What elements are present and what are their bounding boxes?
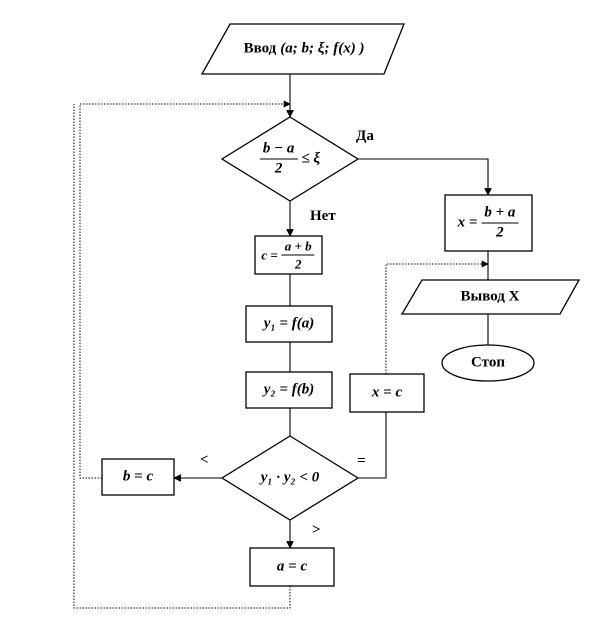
connector-yes-branch [358,158,492,196]
edge-label-yes: Да [356,128,374,144]
y1-box [245,305,333,343]
stop-label: Стоп [471,354,505,371]
condition-2-label: y₁ · y₂ < 0 [260,469,320,486]
output-label: Вывод Х [460,288,520,305]
edge-label-no: Нет [310,208,336,224]
input-parallelogram [200,23,405,75]
connector-ac-loopback [73,104,291,609]
output-parallelogram [400,279,581,315]
y2-label: y₂ = f(b) [263,381,315,398]
input-label: Ввод(a; b; ξ; f(x) ) [243,40,365,57]
x-equals-c-box [349,373,425,413]
edge-label-greater: > [312,522,321,538]
connector-bc-loopback [79,100,291,479]
connector-xc-to-output [385,260,489,374]
y1-label: y₁ = f(a) [263,315,315,332]
a-equals-c-label: a = c [276,558,308,575]
a-equals-c-box [249,547,335,587]
y2-box [245,371,333,409]
edge-label-equal: = [357,453,366,469]
b-equals-c-label: b = c [122,468,154,485]
connector-equal-branch [358,412,387,479]
edge-label-less: < [200,452,209,468]
x-equals-c-label: x = c [371,384,403,401]
